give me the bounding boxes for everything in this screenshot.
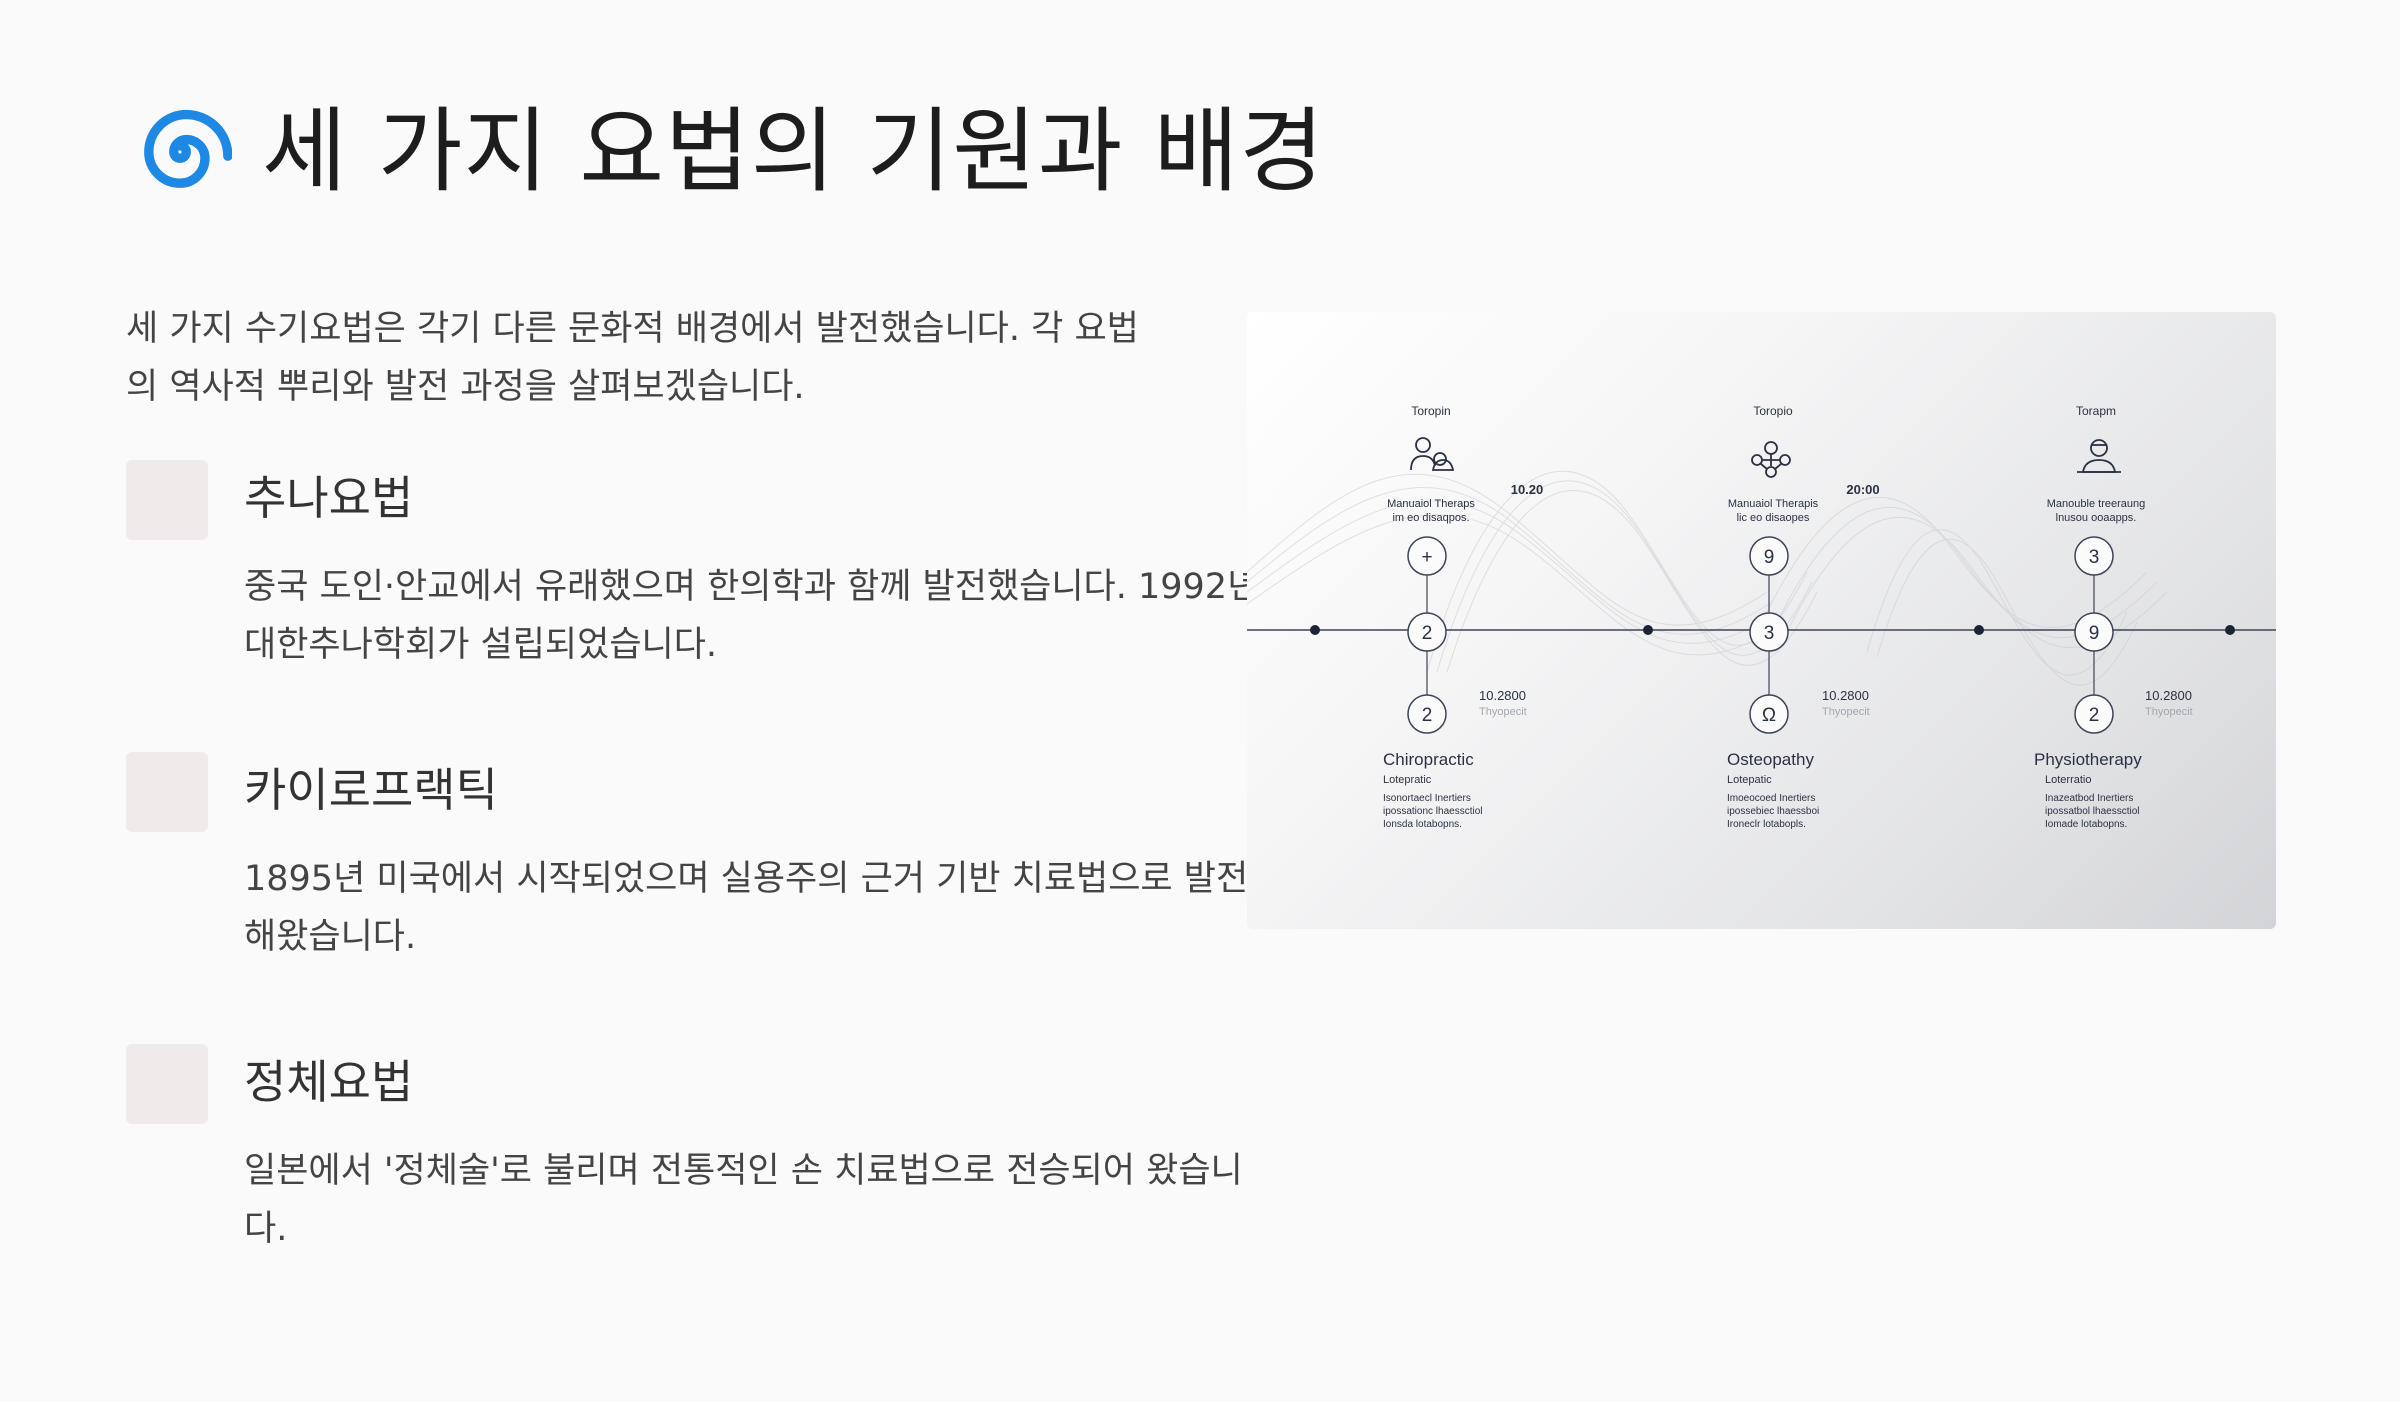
column-lower-sub: Thyopecit (2145, 706, 2193, 718)
node-label: + (1421, 547, 1432, 568)
column-desc: Iomade lotabopns. (2045, 819, 2127, 830)
item-marker (126, 460, 208, 540)
column-caption: im eo disaqpos. (1392, 512, 1469, 524)
timeline-column-osteopathy: Toropio Manuaiol Therapis lic eo disaope… (1727, 404, 1880, 830)
item-title: 추나요법 (244, 471, 414, 525)
page-title: 세 가지 요법의 기원과 배경 (262, 98, 1326, 205)
node-label: 2 (2089, 705, 2100, 726)
column-side-value: 20:00 (1846, 482, 1879, 497)
item-marker (126, 752, 208, 832)
column-desc: Ionsda lotabopns. (1383, 819, 1462, 830)
column-lower-value: 10.2800 (2145, 688, 2192, 703)
intro-text: 세 가지 수기요법은 각기 다른 문화적 배경에서 발전했습니다. 각 요법의 … (126, 309, 1139, 407)
column-sub: Loterratio (2045, 774, 2091, 786)
column-lower-sub: Thyopecit (1822, 706, 1870, 718)
wave-decoration (1247, 470, 2168, 686)
column-caption: lic eo disaopes (1737, 512, 1810, 524)
timeline-column-chiropractic: Toropin Manuaiol Theraps im eo disaqpos.… (1383, 404, 1543, 830)
column-desc: Inazeatbod Inertiers (2045, 793, 2133, 804)
timeline-svg: Toropin Manuaiol Theraps im eo disaqpos.… (1247, 404, 2276, 830)
column-side-value: 10.20 (1511, 482, 1544, 497)
column-name: Chiropractic (1383, 750, 1474, 769)
item-description: 중국 도인·안교에서 유래했으며 한의학과 함께 발전했습니다. 1992년 대… (244, 567, 1260, 665)
column-name: Osteopathy (1727, 750, 1814, 769)
therapist-icon (2077, 439, 2121, 473)
node-label: 2 (1422, 705, 1433, 726)
timeline-dot (1643, 625, 1653, 635)
timeline-dot (2225, 625, 2235, 635)
column-desc: ipossebiec lhaessboi (1727, 806, 1819, 817)
column-sub: Lotepratic (1383, 774, 1432, 786)
node-label: 3 (2089, 547, 2100, 568)
column-desc: Isonortaecl Inertiers (1383, 793, 1471, 804)
item-description: 1895년 미국에서 시작되었으며 실용주의 근거 기반 치료법으로 발전해왔습… (244, 859, 1249, 957)
node-label: 2 (1422, 623, 1433, 644)
timeline-dot (1310, 625, 1320, 635)
column-caption: Manouble treeraung (2047, 498, 2145, 510)
column-caption: lnusou ooaapps. (2056, 512, 2137, 524)
column-top-label: Torapm (2076, 404, 2116, 418)
column-desc: ipossatbol lhaessctiol (2045, 806, 2140, 817)
node-label: Ω (1762, 705, 1776, 726)
column-desc: ipossationc lhaessctiol (1383, 806, 1483, 817)
item-marker (126, 1044, 208, 1124)
column-lower-value: 10.2800 (1479, 688, 1526, 703)
item-title: 카이로프랙틱 (244, 763, 498, 817)
title-row: 세 가지 요법의 기원과 배경 (128, 100, 1325, 204)
column-desc: Ironeclr lotabopls. (1727, 819, 1806, 830)
column-desc: Imoeocoed Inertiers (1727, 793, 1815, 804)
timeline-illustration: Toropin Manuaiol Theraps im eo disaqpos.… (1247, 312, 2276, 929)
node-label: 3 (1764, 623, 1775, 644)
item-title: 정체요법 (244, 1055, 414, 1109)
column-lower-sub: Thyopecit (1479, 706, 1527, 718)
molecule-icon (1751, 441, 1791, 478)
column-top-label: Toropin (1411, 404, 1450, 418)
column-sub: Lotepatic (1727, 774, 1772, 786)
column-caption: Manuaiol Therapis (1728, 498, 1819, 510)
column-top-label: Toropio (1753, 404, 1793, 418)
column-name: Physiotherapy (2034, 750, 2142, 769)
person-hands-icon (1410, 437, 1455, 471)
column-caption: Manuaiol Theraps (1387, 498, 1475, 510)
item-description: 일본에서 '정체술'로 불리며 전통적인 손 치료법으로 전승되어 왔습니다. (244, 1151, 1243, 1249)
node-label: 9 (1764, 547, 1775, 568)
timeline-column-physiotherapy: Torapm Manouble treeraung lnusou ooaapps… (2034, 404, 2193, 830)
column-lower-value: 10.2800 (1822, 688, 1869, 703)
node-label: 9 (2089, 623, 2100, 644)
cyclone-icon (144, 109, 232, 188)
timeline-dot (1974, 625, 1984, 635)
